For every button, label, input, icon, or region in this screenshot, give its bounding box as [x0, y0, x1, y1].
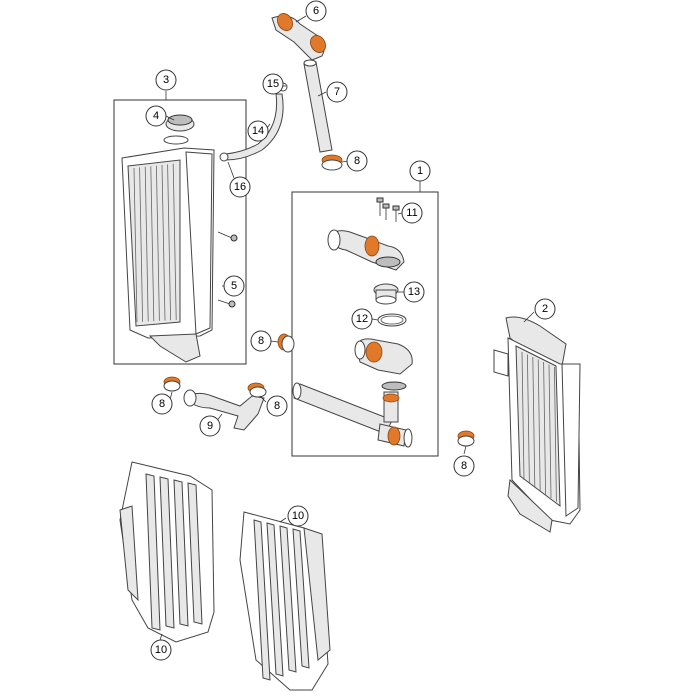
callout-c10a: 10	[287, 505, 309, 527]
callout-circle	[403, 281, 425, 303]
callout-circle	[262, 73, 284, 95]
callout-label: 9	[207, 420, 213, 432]
callout-circle	[326, 81, 348, 103]
callout-c8e: 8	[453, 455, 475, 477]
callout-c8d: 8	[266, 395, 288, 417]
callout-circle	[151, 393, 173, 415]
callout-label: 8	[461, 460, 467, 472]
callout-label: 1	[417, 165, 423, 177]
callout-c13: 13	[403, 281, 425, 303]
callout-circle	[247, 120, 269, 142]
callout-circle	[287, 505, 309, 527]
callout-c16: 16	[229, 176, 251, 198]
callout-label: 12	[356, 313, 368, 325]
callout-circle	[534, 298, 556, 320]
clamp-part-8-top	[321, 154, 349, 171]
callout-label: 15	[267, 78, 279, 90]
callout-label: 8	[274, 400, 280, 412]
callout-label: 10	[292, 510, 304, 522]
callout-c7: 7	[326, 81, 348, 103]
callout-c15: 15	[262, 73, 284, 95]
callout-c8c: 8	[151, 393, 173, 415]
thermostat-assembly-part-1	[292, 197, 413, 448]
pipe-part-7	[303, 59, 333, 153]
callout-c9: 9	[199, 415, 221, 437]
callout-c3: 3	[155, 69, 177, 91]
callout-circle	[223, 275, 245, 297]
callout-c1: 1	[409, 160, 431, 182]
callout-c10b: 10	[150, 639, 172, 661]
hose-part-9	[163, 376, 267, 431]
callout-c4: 4	[145, 105, 167, 127]
callout-label: 5	[231, 280, 237, 292]
callout-c11: 11	[401, 202, 423, 224]
callout-circle	[346, 150, 368, 172]
callout-circle	[229, 176, 251, 198]
callout-c8a: 8	[346, 150, 368, 172]
screws-part-5	[217, 231, 238, 308]
group-box-radiator-left	[113, 99, 247, 365]
callout-circle	[409, 160, 431, 182]
callout-label: 8	[354, 155, 360, 167]
callout-circle	[453, 455, 475, 477]
callout-label: 8	[258, 335, 264, 347]
callout-c5: 5	[223, 275, 245, 297]
callout-label: 4	[153, 110, 159, 122]
callout-c6: 6	[305, 0, 327, 22]
callout-label: 3	[163, 74, 169, 86]
callout-circle	[401, 202, 423, 224]
callout-c12: 12	[351, 308, 373, 330]
callout-circle	[145, 105, 167, 127]
callout-circle	[351, 308, 373, 330]
callout-circle	[155, 69, 177, 91]
clamp-part-8-mid	[269, 333, 295, 353]
callout-label: 6	[313, 5, 319, 17]
callout-c2: 2	[534, 298, 556, 320]
callout-c8b: 8	[250, 330, 272, 352]
callout-circle	[305, 0, 327, 22]
callout-label: 14	[252, 125, 264, 137]
group-box-thermostat-assembly	[291, 191, 439, 457]
left-radiator-part-3	[121, 114, 238, 363]
right-radiator-part-2	[493, 311, 581, 533]
callout-circle	[250, 330, 272, 352]
callout-circle	[266, 395, 288, 417]
radiator-shroud-part-10-right	[239, 511, 331, 691]
upper-hose-part-6	[271, 13, 326, 61]
callout-label: 7	[334, 86, 340, 98]
callout-circle	[199, 415, 221, 437]
clamp-part-8-right	[457, 430, 475, 455]
callout-label: 10	[155, 644, 167, 656]
callout-label: 16	[234, 181, 246, 193]
callout-label: 13	[408, 286, 420, 298]
radiator-shroud-part-10-left	[119, 461, 215, 643]
callout-c14: 14	[247, 120, 269, 142]
callout-label: 8	[159, 398, 165, 410]
callout-label: 2	[542, 303, 548, 315]
callout-label: 11	[406, 207, 417, 219]
callout-circle	[150, 639, 172, 661]
